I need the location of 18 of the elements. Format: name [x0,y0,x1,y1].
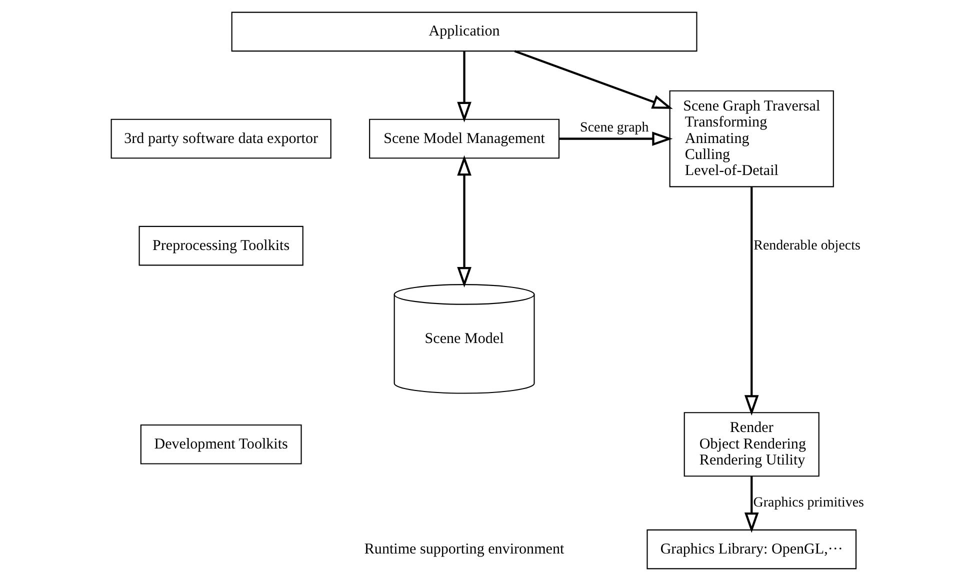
arrow [558,132,672,146]
label: Runtime supporting environment [364,541,564,558]
node-box: Application [230,12,697,52]
edge-label: Graphics primitives [752,496,864,511]
node-box: Graphics Library: OpenGL,··· [646,529,856,570]
arrow [456,155,471,288]
arrow [744,476,758,533]
arrow [514,50,672,109]
node-box: Scene Model Management [368,118,560,159]
node-box: Render Object Rendering Rendering Utility [683,412,819,477]
node-box: Preprocessing Toolkits [138,226,303,266]
arrow [744,186,758,416]
node-box: Scene Graph Traversal Transforming Animating Culling Level-of-Detail [668,90,834,188]
node-box: Development Toolkits [140,424,302,464]
arrow [456,52,471,122]
edge-label: Scene graph [580,120,648,136]
edge-label: Renderable objects [753,238,860,254]
node-box: 3rd party software data exportor [110,118,331,159]
